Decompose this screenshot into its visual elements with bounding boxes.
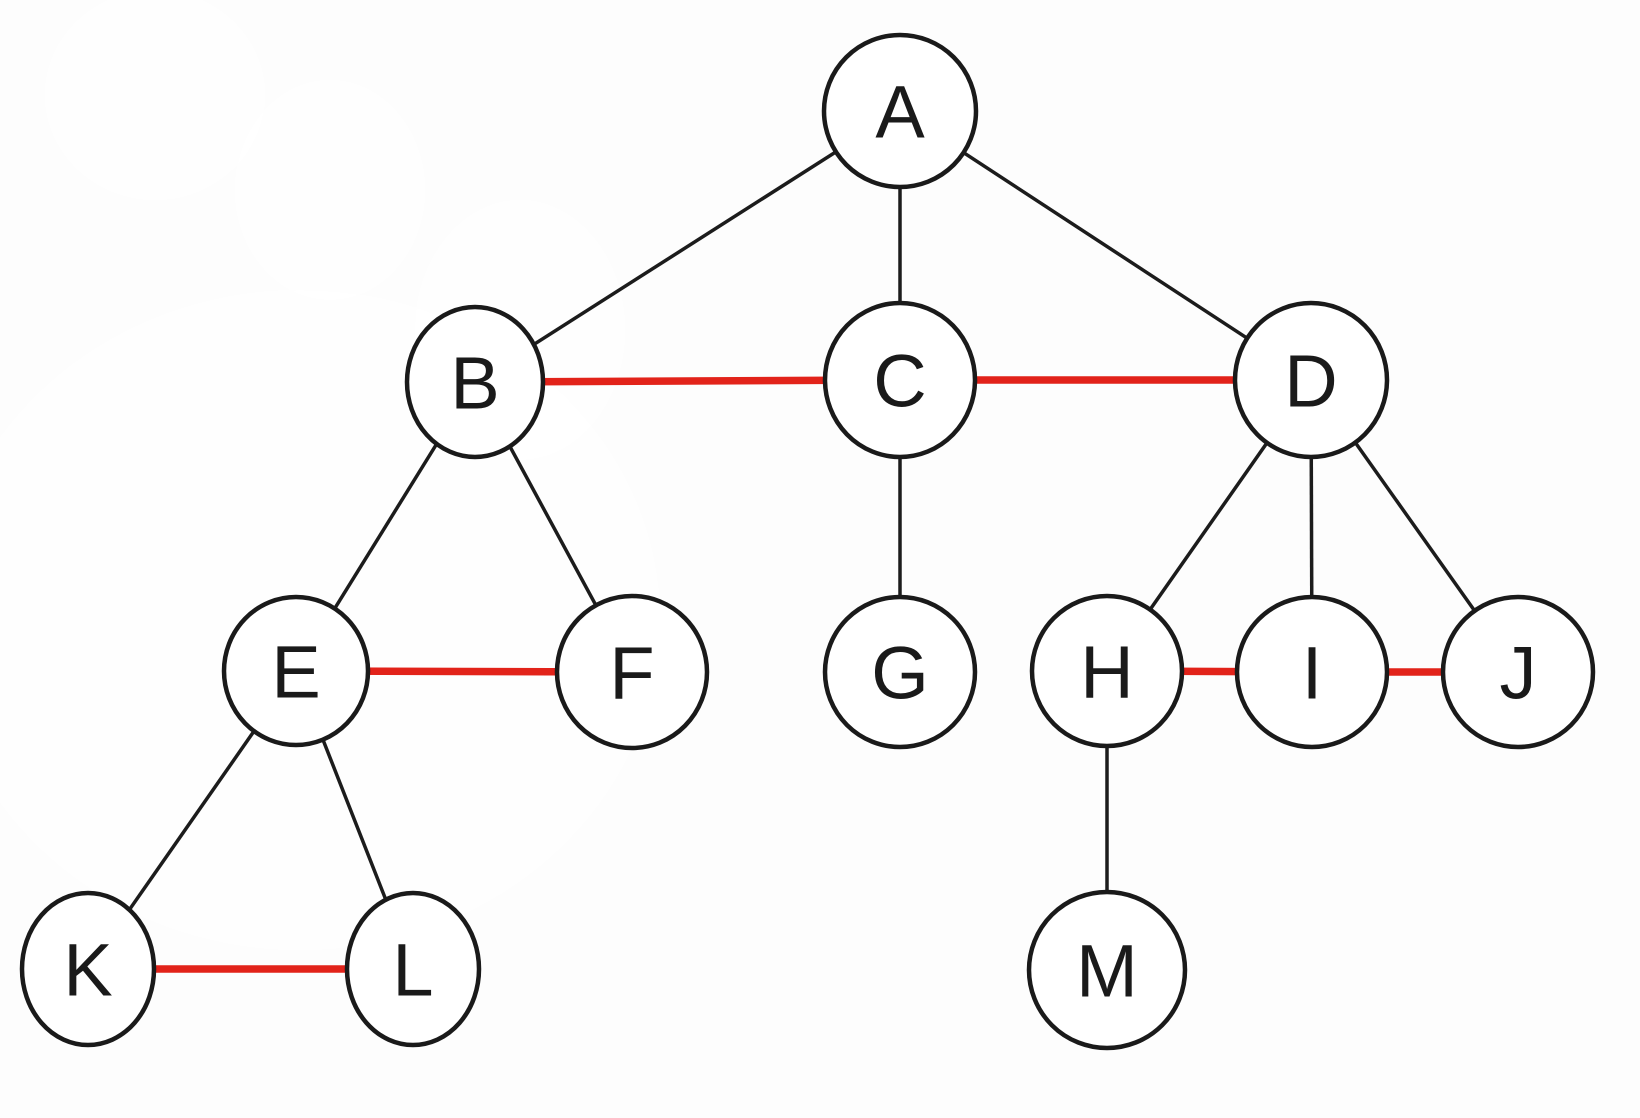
node-label-M: M [1076, 930, 1138, 1013]
node-label-B: B [450, 342, 499, 425]
node-D: D [1232, 300, 1390, 460]
node-K: K [19, 890, 157, 1048]
node-circle-A [821, 32, 979, 190]
node-M: M [1026, 889, 1188, 1051]
node-label-A: A [875, 71, 925, 154]
node-L: L [344, 890, 482, 1048]
node-label-I: I [1302, 632, 1323, 715]
edge-A-B [474, 109, 901, 384]
node-label-G: G [871, 632, 929, 715]
node-circle-D [1232, 300, 1390, 460]
node-E: E [221, 594, 371, 748]
node-circle-H [1029, 593, 1185, 749]
node-H: H [1029, 593, 1185, 749]
node-layer: A B C D E F G H I J K L M [19, 32, 1596, 1051]
node-label-E: E [271, 631, 320, 714]
node-B: B [404, 304, 546, 460]
node-label-L: L [392, 929, 433, 1012]
node-circle-G [822, 594, 978, 750]
node-label-K: K [63, 929, 112, 1012]
node-circle-M [1026, 889, 1188, 1051]
node-label-F: F [609, 632, 654, 715]
node-label-J: J [1500, 632, 1537, 715]
node-A: A [821, 32, 979, 190]
node-C: C [822, 300, 978, 460]
node-label-H: H [1080, 631, 1133, 714]
edge-A-D [899, 109, 1312, 382]
node-G: G [822, 594, 978, 750]
node-circle-E [221, 594, 371, 748]
background-texture [0, 0, 660, 950]
node-I: I [1234, 594, 1390, 750]
node-circle-K [19, 890, 157, 1048]
node-circle-I [1234, 594, 1390, 750]
background-blob [235, 80, 425, 300]
node-J: J [1440, 594, 1596, 750]
node-circle-L [344, 890, 482, 1048]
node-circle-B [404, 304, 546, 460]
background-blob [45, 0, 265, 200]
node-circle-F [554, 593, 710, 751]
node-circle-C [822, 300, 978, 460]
node-F: F [554, 593, 710, 751]
node-label-C: C [873, 340, 926, 423]
node-label-D: D [1284, 340, 1337, 423]
node-circle-J [1440, 594, 1596, 750]
